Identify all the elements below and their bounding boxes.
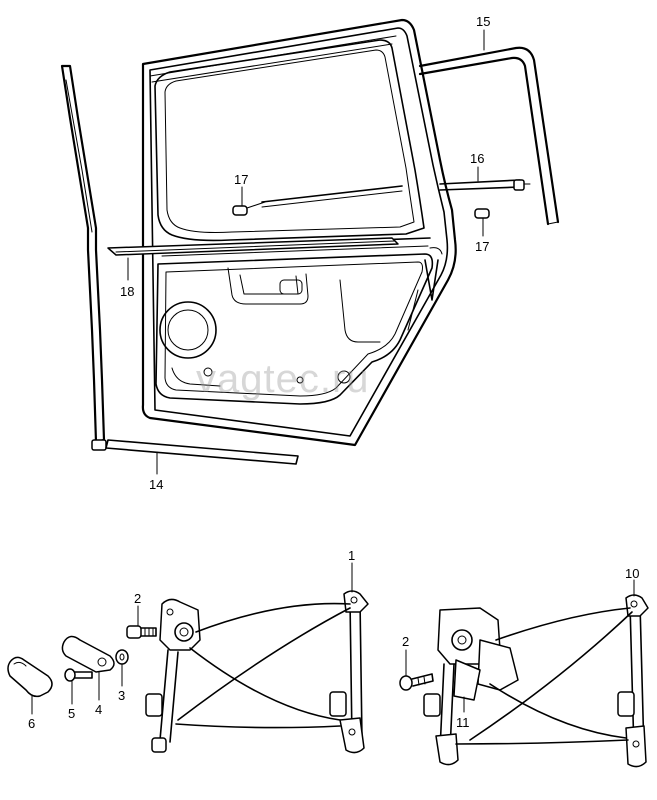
part-18-sill-strip (107, 237, 399, 256)
callout-6: 6 (28, 716, 35, 731)
callout-18: 18 (120, 284, 134, 299)
callout-2-left: 2 (134, 591, 141, 606)
callout-10: 10 (625, 566, 639, 581)
callout-4: 4 (95, 702, 102, 717)
part-17-clip-right (474, 208, 490, 219)
callout-2-right: 2 (402, 634, 409, 649)
inner-guide (261, 185, 403, 208)
part-16-guide-rail (439, 179, 531, 191)
part-17-clip-left (232, 201, 266, 216)
callout-15: 15 (476, 14, 490, 29)
part-2-bolt-right (399, 673, 434, 691)
callout-5: 5 (68, 706, 75, 721)
callout-11: 11 (456, 715, 470, 730)
part-14-lower-seal (105, 439, 299, 465)
callout-14: 14 (149, 477, 163, 492)
regulator-right (423, 594, 649, 768)
callout-16: 16 (470, 151, 484, 166)
callout-leaders (31, 29, 635, 715)
part-6-handle-knob (7, 656, 53, 698)
door-shell (141, 18, 457, 447)
part-5-screw (64, 668, 93, 682)
part-2-bolt-left (126, 625, 157, 639)
part-15-window-seal (418, 46, 560, 226)
regulator-left (145, 590, 369, 754)
callout-1: 1 (348, 548, 355, 563)
pillar-seal-left (60, 64, 107, 451)
callout-3: 3 (118, 688, 125, 703)
callout-17-right: 17 (475, 239, 489, 254)
part-4-crank-arm (61, 635, 115, 673)
callout-labels: 15 16 17 17 18 14 1 10 2 2 3 4 5 6 11 (28, 14, 639, 731)
part-3-washer (115, 649, 129, 665)
callout-17-left: 17 (234, 172, 248, 187)
